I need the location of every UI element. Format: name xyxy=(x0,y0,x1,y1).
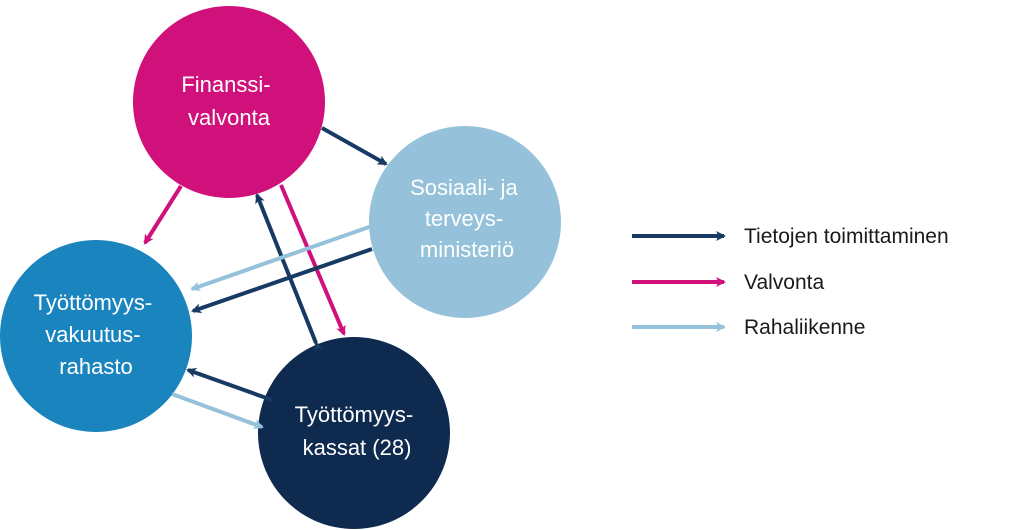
arrow-finanssivalvonta-to-kassat-supervision xyxy=(279,184,346,336)
label-rahasto-line-2: vakuutus- xyxy=(45,322,140,347)
label-rahasto-line-1: Työttömyys- xyxy=(34,290,153,315)
node-finanssivalvonta xyxy=(133,6,325,198)
label-stm: Sosiaali- ja terveys- ministeriö xyxy=(410,175,524,262)
label-stm-line-3: ministeriö xyxy=(420,237,514,262)
label-finanssivalvonta-line-1: Finanssi- xyxy=(181,72,270,97)
legend-item-info: Tietojen toimittaminen xyxy=(632,225,949,248)
legend-item-supervision: Valvonta xyxy=(632,271,824,294)
label-finanssivalvonta-line-2: valvonta xyxy=(188,105,271,130)
arrow-kassat-to-rahasto-info xyxy=(186,367,273,402)
label-stm-line-1: Sosiaali- ja xyxy=(410,175,518,200)
legend-label-info: Tietojen toimittaminen xyxy=(744,225,949,248)
node-kassat xyxy=(258,337,450,529)
arrow-rahasto-to-kassat-money xyxy=(171,392,264,429)
label-rahasto-line-3: rahasto xyxy=(59,354,132,379)
legend-label-money: Rahaliikenne xyxy=(744,316,865,339)
arrow-layer xyxy=(143,126,388,429)
label-finanssivalvonta: Finanssi- valvonta xyxy=(181,72,276,130)
label-kassat: Työttömyys- kassat (28) xyxy=(295,402,420,460)
node-stm xyxy=(369,126,561,318)
arrow-stm-to-rahasto-money xyxy=(190,224,373,292)
arrow-stm-to-rahasto-info xyxy=(191,247,373,314)
arrow-finanssivalvonta-to-rahasto-supervision xyxy=(143,184,183,245)
node-rahasto xyxy=(0,240,192,432)
legend-item-money: Rahaliikenne xyxy=(632,316,865,339)
legend-label-supervision: Valvonta xyxy=(744,271,824,294)
label-stm-line-2: terveys- xyxy=(425,206,503,231)
legend: Tietojen toimittaminen Valvonta Rahaliik… xyxy=(632,225,949,339)
label-rahasto: Työttömyys- vakuutus- rahasto xyxy=(34,290,159,379)
arrow-kassat-finanssivalvonta-info xyxy=(255,193,324,353)
label-kassat-line-1: Työttömyys- xyxy=(295,402,414,427)
label-kassat-line-2: kassat (28) xyxy=(303,435,412,460)
arrow-finanssivalvonta-to-stm-info xyxy=(321,126,388,166)
